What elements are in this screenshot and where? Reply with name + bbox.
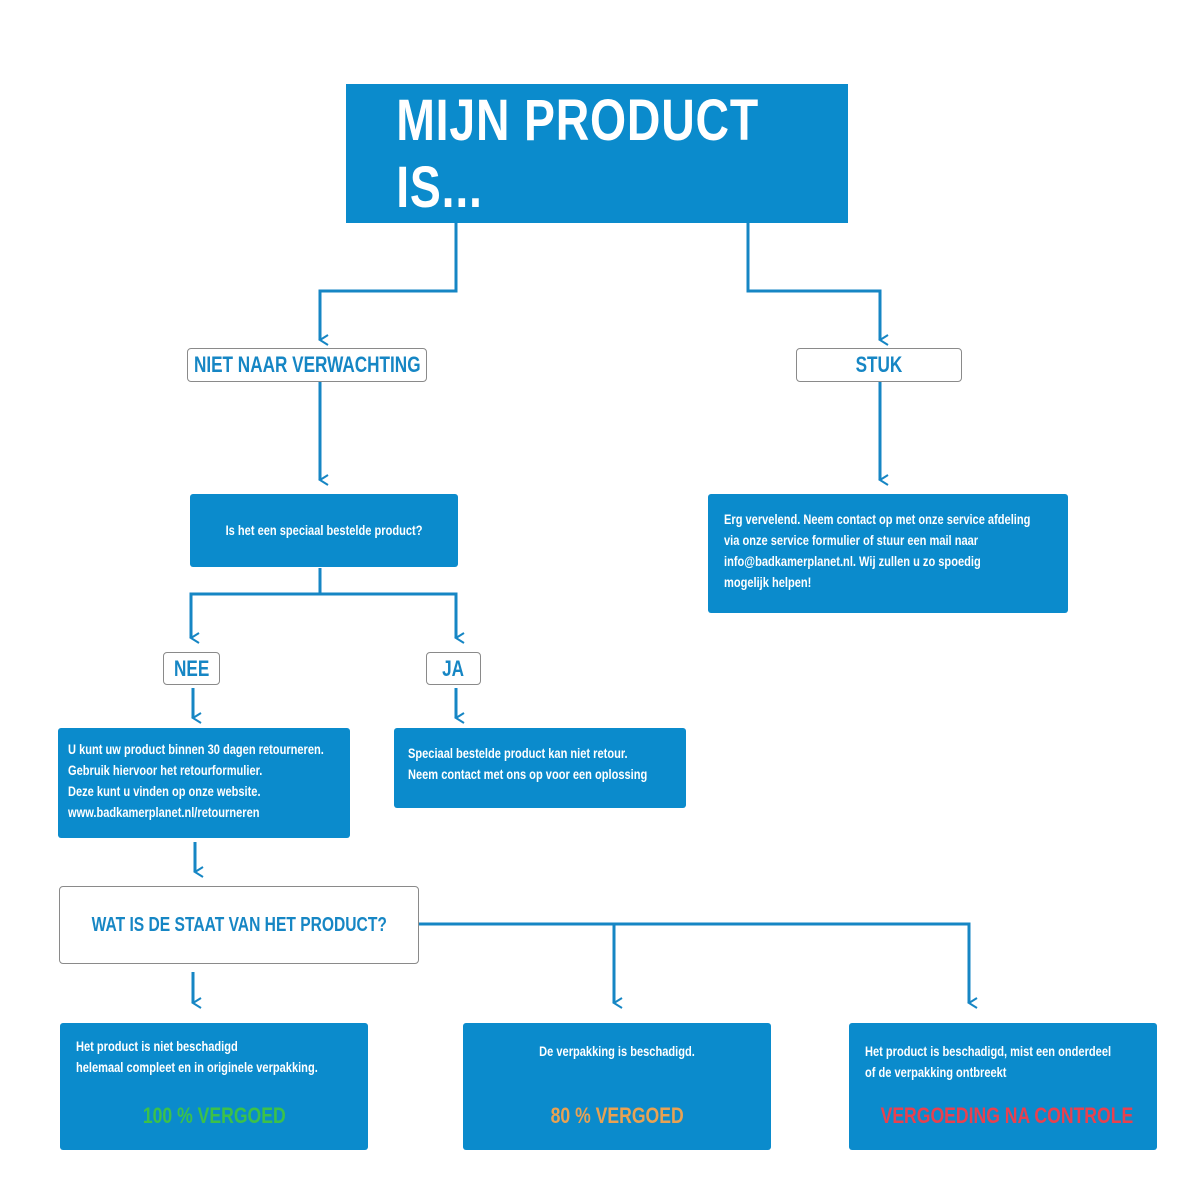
branch-right-label: STUK	[855, 352, 903, 377]
connector-title-to-niet	[318, 222, 458, 346]
title-text: MIJN PRODUCT IS...	[396, 87, 759, 220]
special-info-box: Speciaal bestelde product kan niet retou…	[394, 728, 686, 808]
broken-info-line: mogelijk helpen!	[724, 575, 812, 590]
return-info-line: Deze kunt u vinden op onze website.	[68, 784, 261, 799]
question-product-state: WAT IS DE STAAT VAN HET PRODUCT?	[59, 886, 419, 964]
broken-info-line: via onze service formulier of stuur een …	[724, 533, 979, 548]
outcome-verdict: 80 % VERGOED	[550, 1103, 684, 1128]
question-special-text: Is het een speciaal bestelde product?	[225, 523, 423, 538]
question-state-text: WAT IS DE STAAT VAN HET PRODUCT?	[91, 913, 387, 936]
answer-ja-label: JA	[442, 655, 465, 681]
broken-info-box: Erg vervelend. Neem contact op met onze …	[708, 494, 1068, 613]
special-info-line: Neem contact met ons op voor een oplossi…	[408, 767, 648, 782]
return-info-line: U kunt uw product binnen 30 dagen retour…	[68, 742, 324, 757]
connector-question-split	[189, 568, 322, 644]
title-box: MIJN PRODUCT IS...	[346, 84, 848, 223]
answer-nee: NEE	[163, 652, 220, 685]
outcome-line: De verpakking is beschadigd.	[539, 1044, 695, 1059]
special-info-line: Speciaal bestelde product kan niet retou…	[408, 746, 628, 761]
return-info-box: U kunt uw product binnen 30 dagen retour…	[58, 728, 350, 838]
outcome-verdict: VERGOEDING NA CONTROLE	[880, 1103, 1134, 1128]
answer-ja: JA	[426, 652, 481, 685]
outcome-line: helemaal compleet en in originele verpak…	[76, 1060, 318, 1075]
outcome-box-product-damaged: Het product is beschadigd, mist een onde…	[849, 1023, 1157, 1150]
outcome-line: Het product is beschadigd, mist een onde…	[865, 1044, 1112, 1059]
branch-stuk: STUK	[796, 348, 962, 382]
connector-title-to-stuk	[746, 222, 889, 346]
connector-state-to-outcome-3	[614, 922, 978, 1009]
outcome-box-not-damaged: Het product is niet beschadigd helemaal …	[60, 1023, 368, 1150]
connector-state-to-outcome-2	[418, 922, 623, 1009]
branch-niet-naar-verwachting: NIET NAAR VERWACHTING	[187, 348, 427, 382]
outcome-line: of de verpakking ontbreekt	[865, 1065, 1007, 1080]
return-info-line: Gebruik hiervoor het retourformulier.	[68, 763, 263, 778]
connector-question-to-ja	[320, 592, 465, 644]
outcome-box-packaging-damaged: De verpakking is beschadigd. 80 % VERGOE…	[463, 1023, 771, 1150]
broken-info-line: info@badkamerplanet.nl. Wij zullen u zo …	[724, 554, 981, 569]
broken-info-line: Erg vervelend. Neem contact op met onze …	[724, 512, 1031, 527]
branch-left-label: NIET NAAR VERWACHTING	[193, 352, 421, 377]
return-info-line: www.badkamerplanet.nl/retourneren	[68, 805, 260, 820]
outcome-verdict: 100 % VERGOED	[142, 1103, 286, 1128]
outcome-line: Het product is niet beschadigd	[76, 1039, 238, 1054]
answer-nee-label: NEE	[173, 655, 210, 681]
question-special-order: Is het een speciaal bestelde product?	[190, 494, 458, 567]
